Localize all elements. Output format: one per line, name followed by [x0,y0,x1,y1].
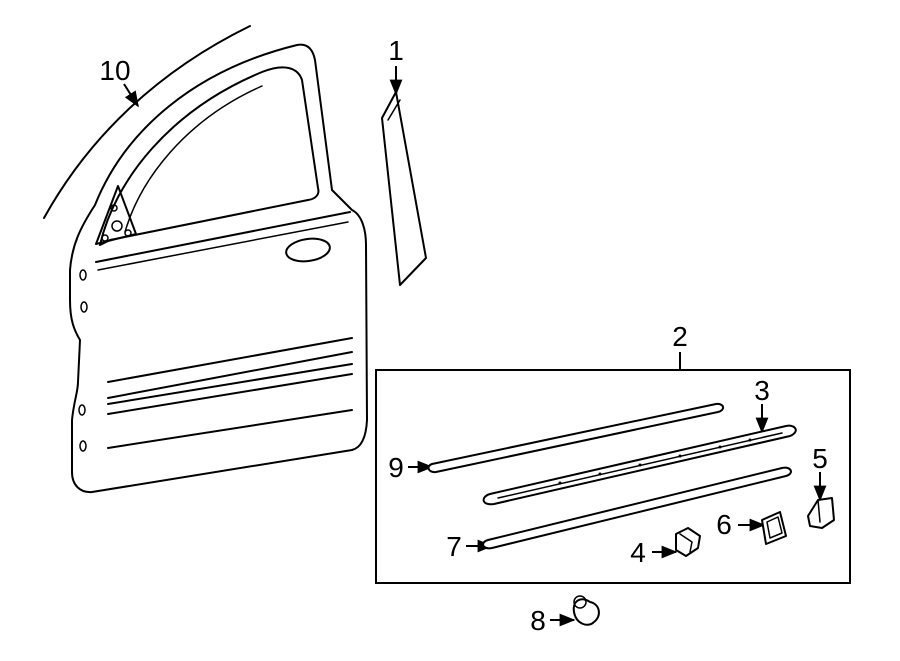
moulding-9 [427,402,724,474]
pillar-applique-1 [381,91,427,286]
callout-6: 6 [716,509,732,540]
weatherstrip-10 [43,25,251,219]
callout-9: 9 [388,452,404,483]
push-clip-8 [572,595,600,626]
leader-10 [123,83,139,108]
clip-4 [675,527,701,557]
moulding-7 [482,466,792,550]
callout-2: 2 [672,321,688,352]
pad-6 [761,511,787,545]
door-shell [69,43,368,494]
callout-10: 10 [99,55,130,86]
callout-4: 4 [630,537,646,568]
callout-5: 5 [812,443,828,474]
end-cap-5 [807,497,835,529]
callout-3: 3 [754,375,770,406]
callout-1: 1 [388,35,404,66]
callout-8: 8 [530,605,546,636]
leader-lines [123,66,827,627]
moulding-3 [482,424,797,506]
callout-7: 7 [446,531,462,562]
parts-box [375,369,851,584]
callout-labels: 1 2 3 4 5 6 7 8 9 10 [99,35,827,636]
